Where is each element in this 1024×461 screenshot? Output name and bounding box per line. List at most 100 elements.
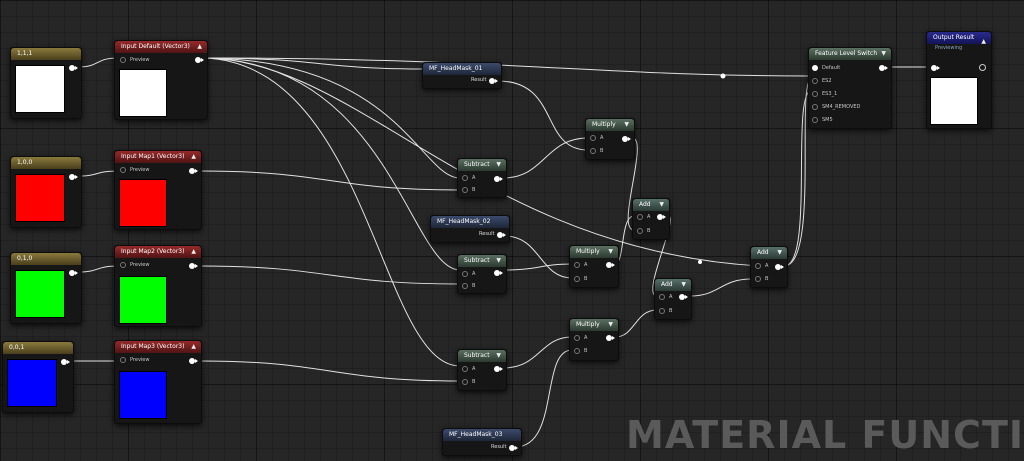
output-pin[interactable] — [189, 358, 198, 364]
preview-pin-row[interactable]: Preview — [120, 56, 149, 64]
pin-b[interactable]: B — [462, 186, 475, 194]
pin-es3-1[interactable]: ES3_1 — [812, 90, 837, 98]
preview-pin-row[interactable]: Preview — [120, 261, 149, 269]
collapse-icon[interactable]: ▲ — [191, 343, 196, 350]
output-pin[interactable] — [679, 294, 688, 300]
pin-default[interactable]: Default — [812, 64, 840, 72]
constant-node-red[interactable]: 1,0,0 — [10, 156, 82, 228]
collapse-icon[interactable]: ▲ — [191, 153, 196, 160]
output-pin[interactable] — [494, 176, 503, 182]
output-pin[interactable] — [494, 366, 503, 372]
feature-level-switch-node[interactable]: Feature Level Switch▼ Default ES2 ES3_1 … — [808, 47, 892, 129]
pin-b[interactable]: B — [637, 227, 650, 235]
pin-b[interactable]: B — [574, 347, 587, 355]
pin-a[interactable]: A — [590, 134, 603, 142]
input-default-node[interactable]: Input Default (Vector3)▲ Preview — [114, 40, 208, 120]
collapse-icon[interactable]: ▼ — [659, 201, 664, 208]
subtract-node-2[interactable]: Subtract▼ A B — [457, 254, 507, 294]
output-pin[interactable] — [497, 232, 506, 238]
output-pin[interactable] — [69, 65, 78, 71]
add-node-3[interactable]: Add▼ A B — [750, 246, 788, 288]
color-swatch — [15, 270, 65, 318]
node-title: Multiply▼ — [570, 246, 618, 258]
headmask-03-node[interactable]: MF_HeadMask_03 Result — [442, 428, 522, 456]
collapse-icon[interactable]: ▼ — [881, 50, 886, 57]
output-pin[interactable] — [189, 263, 198, 269]
constant-node-blue[interactable]: 0,0,1 — [2, 341, 74, 413]
node-title: Output Result ▲ Previewing — [927, 32, 991, 51]
output-pin[interactable] — [657, 214, 666, 220]
input-pin-icon — [637, 227, 643, 234]
pin-a[interactable]: A — [637, 213, 650, 221]
pin-sm4-removed[interactable]: SM4_REMOVED — [812, 103, 860, 111]
node-title: 0,0,1 — [3, 342, 73, 354]
subtract-node-1[interactable]: Subtract▼ A B — [457, 158, 507, 198]
pin-a[interactable]: A — [574, 334, 587, 342]
input-pin[interactable] — [931, 65, 940, 71]
collapse-icon[interactable]: ▼ — [496, 352, 501, 359]
pin-b[interactable]: B — [590, 147, 603, 155]
output-pin[interactable] — [606, 335, 615, 341]
node-title: MF_HeadMask_02 — [431, 216, 509, 228]
collapse-icon[interactable]: ▼ — [608, 248, 613, 255]
multiply-node-3[interactable]: Multiply▼ A B — [569, 318, 619, 361]
output-pin[interactable] — [69, 270, 78, 276]
output-pin[interactable] — [879, 65, 888, 71]
pin-a[interactable]: A — [462, 174, 475, 182]
output-pin[interactable] — [622, 136, 631, 142]
output-pin[interactable] — [775, 264, 784, 270]
collapse-icon[interactable]: ▼ — [608, 321, 613, 328]
multiply-node-1[interactable]: Multiply▼ A B — [585, 118, 635, 160]
node-title: Subtract▼ — [458, 255, 506, 267]
output-result-node[interactable]: Output Result ▲ Previewing — [926, 31, 992, 129]
pin-a[interactable]: A — [462, 270, 475, 278]
pin-es2[interactable]: ES2 — [812, 77, 832, 85]
output-pin[interactable] — [489, 78, 498, 84]
output-pin[interactable] — [494, 270, 503, 276]
pin-b[interactable]: B — [755, 275, 768, 283]
constant-node-white[interactable]: 1,1,1 — [10, 47, 82, 119]
constant-node-green[interactable]: 0,1,0 — [10, 252, 82, 324]
headmask-02-node[interactable]: MF_HeadMask_02 Result — [430, 215, 510, 243]
collapse-icon[interactable]: ▼ — [777, 249, 782, 256]
input-map1-node[interactable]: Input Map1 (Vector3)▲ Preview — [114, 150, 202, 230]
add-node-2[interactable]: Add▼ A B — [654, 278, 692, 320]
output-pin[interactable] — [69, 174, 78, 180]
collapse-icon[interactable]: ▼ — [496, 257, 501, 264]
node-title: 0,1,0 — [11, 253, 81, 265]
collapse-icon[interactable]: ▲ — [981, 38, 986, 45]
output-pin[interactable] — [61, 359, 70, 365]
collapse-icon[interactable]: ▼ — [624, 121, 629, 128]
pin-a[interactable]: A — [462, 365, 475, 373]
pin-a[interactable]: A — [574, 261, 587, 269]
pin-a[interactable]: A — [659, 293, 672, 301]
add-node-1[interactable]: Add▼ A B — [632, 198, 670, 240]
color-swatch — [7, 359, 57, 407]
preview-pin-row[interactable]: Preview — [120, 356, 149, 364]
headmask-01-node[interactable]: MF_HeadMask_01 Result — [422, 62, 502, 89]
pin-b[interactable]: B — [574, 275, 587, 283]
pin-a[interactable]: A — [755, 262, 768, 270]
collapse-icon[interactable]: ▲ — [191, 248, 196, 255]
preview-pin-icon — [120, 166, 126, 173]
node-title: Input Map3 (Vector3)▲ — [115, 341, 201, 353]
preview-pin-row[interactable]: Preview — [120, 166, 149, 174]
collapse-icon[interactable]: ▲ — [197, 43, 202, 50]
preview-swatch — [119, 276, 167, 324]
pin-b[interactable]: B — [462, 282, 475, 290]
pin-b[interactable]: B — [659, 307, 672, 315]
output-pin[interactable] — [509, 445, 518, 451]
collapse-icon[interactable]: ▼ — [681, 281, 686, 288]
input-map3-node[interactable]: Input Map3 (Vector3)▲ Preview — [114, 340, 202, 424]
subtract-node-3[interactable]: Subtract▼ A B — [457, 349, 507, 391]
input-map2-node[interactable]: Input Map2 (Vector3)▲ Preview — [114, 245, 202, 327]
multiply-node-2[interactable]: Multiply▼ A B — [569, 245, 619, 288]
collapse-icon[interactable]: ▼ — [496, 161, 501, 168]
result-label: Result — [491, 444, 507, 450]
input-pin-icon — [462, 282, 468, 289]
output-pin[interactable] — [189, 168, 198, 174]
pin-b[interactable]: B — [462, 378, 475, 386]
output-pin[interactable] — [195, 57, 204, 63]
output-pin[interactable] — [606, 262, 615, 268]
pin-sm5[interactable]: SM5 — [812, 116, 833, 124]
